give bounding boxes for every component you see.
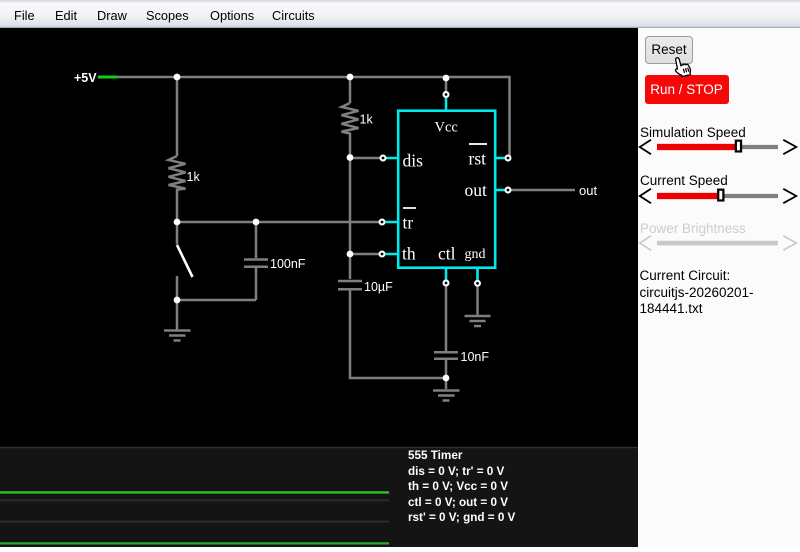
svg-text:1k: 1k [187,170,201,184]
svg-text:tr: tr [403,212,414,232]
svg-text:+5V: +5V [74,71,97,85]
svg-text:1k: 1k [360,113,374,127]
svg-text:gnd: gnd [465,247,486,262]
svg-text:ctl: ctl [438,243,456,263]
svg-text:th: th [402,243,416,263]
svg-text:Vcc: Vcc [435,120,458,136]
svg-text:100nF: 100nF [270,257,306,271]
svg-text:dis: dis [403,151,424,171]
svg-text:out: out [579,183,597,198]
svg-text:10nF: 10nF [461,350,490,364]
svg-text:rst: rst [469,149,487,169]
svg-text:10µF: 10µF [364,280,393,294]
svg-text:out: out [465,180,488,200]
